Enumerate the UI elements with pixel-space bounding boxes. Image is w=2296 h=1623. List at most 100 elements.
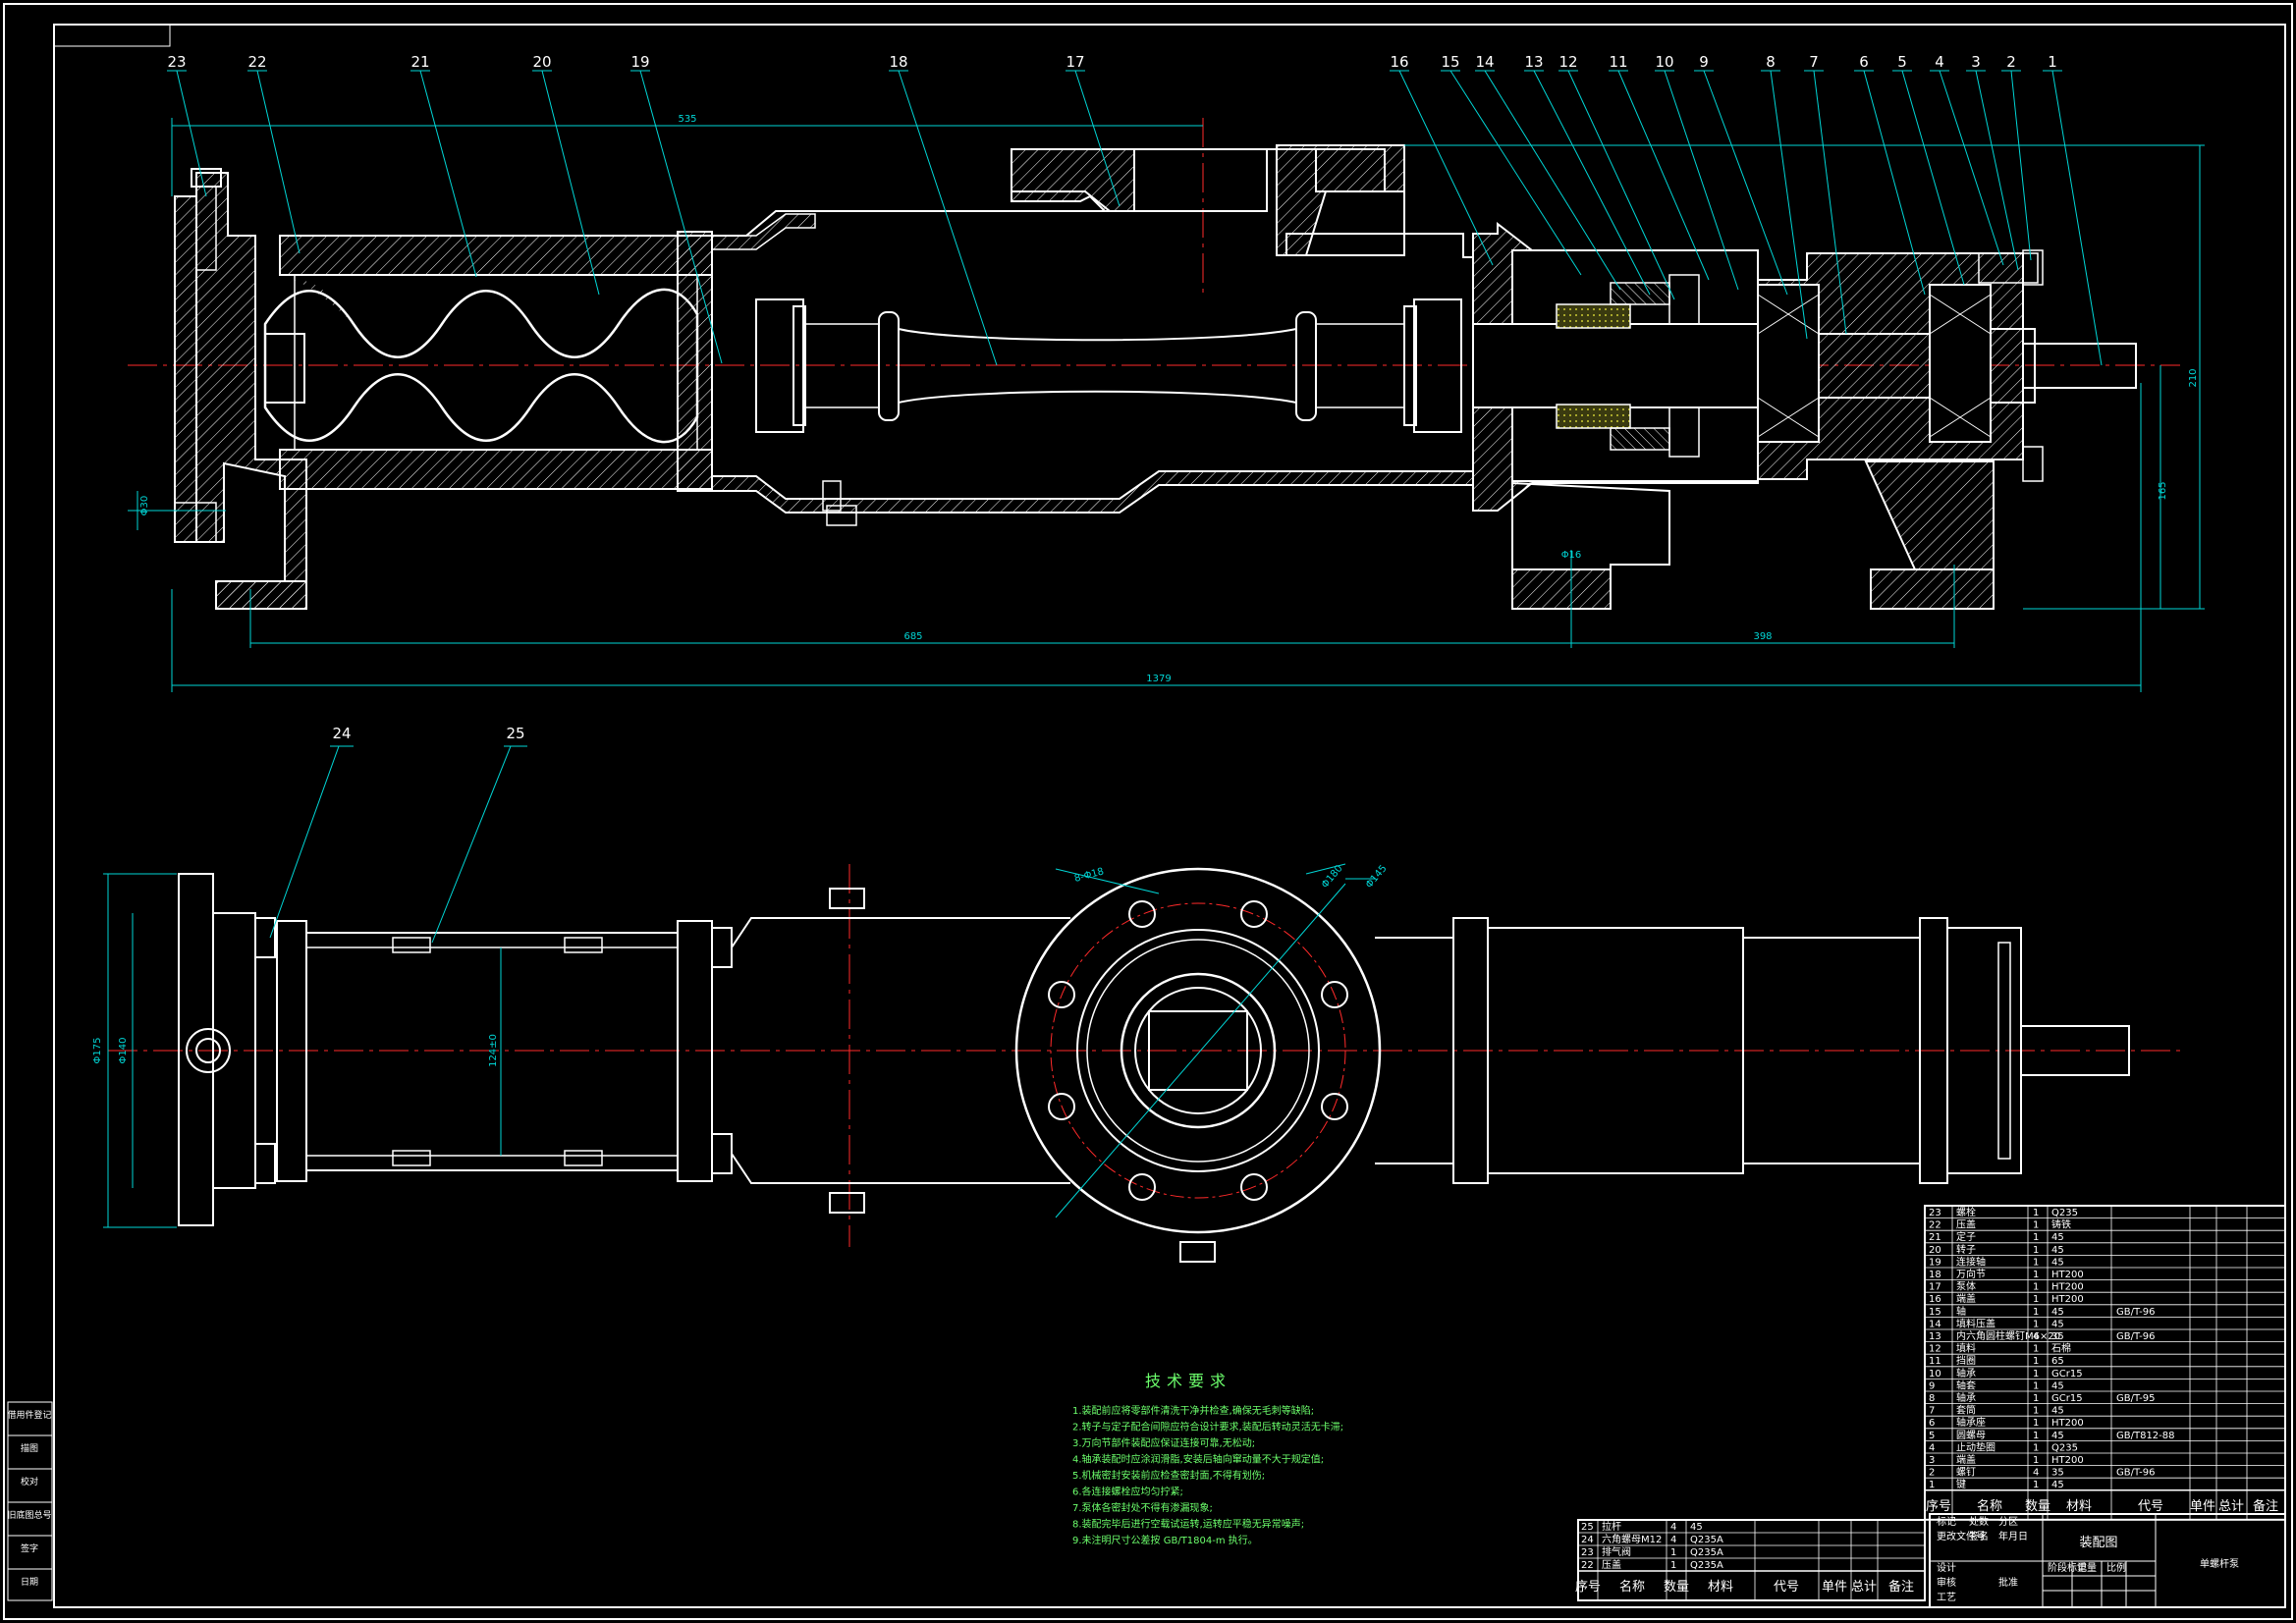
part-number: 4 [1935, 53, 1944, 71]
bom-cell: 1 [2033, 1319, 2039, 1329]
dim-text: Φ180 [1320, 863, 1345, 891]
side-label: 借用件登记 [7, 1409, 51, 1421]
title-block-cell: 处数 [1969, 1515, 1989, 1528]
title-block-cell: 审核 [1937, 1576, 1956, 1589]
part-number: 22 [247, 53, 266, 71]
part-number: 1 [2048, 53, 2057, 71]
bom-cell: 1 [2033, 1245, 2039, 1256]
tech-requirement-line: 9.未注明尺寸公差按 GB/T1804-m 执行。 [1072, 1534, 1258, 1546]
bom-cell: 45 [2051, 1431, 2064, 1441]
bom-cell: 2 [1929, 1468, 1935, 1479]
part-number: 11 [1609, 53, 1627, 71]
pump-body-outline [731, 917, 1070, 1184]
bom-cell: 轴承 [1956, 1367, 1976, 1380]
dim-text: 685 [903, 631, 922, 642]
side-label-column: 借用件登记 描图 校对 旧底图总号 签字 日期 [7, 1401, 53, 1601]
inner-frame [53, 24, 2286, 1608]
bom-cell: 45 [2051, 1319, 2064, 1329]
bom-cell: 套筒 [1956, 1404, 1976, 1417]
bom-cell: GB/T-96 [2116, 1307, 2156, 1318]
dim-text: Φ175 [92, 1038, 103, 1064]
inlet-port [186, 1028, 231, 1073]
bom-cell: 35 [2051, 1468, 2064, 1479]
rotor [263, 288, 699, 444]
dim-text: 535 [678, 114, 696, 125]
bom-header: 总计 [2218, 1499, 2244, 1514]
title-block-cell: 工艺 [1937, 1592, 1956, 1603]
bom-cell: 6 [1929, 1418, 1935, 1429]
bom-cell: 45 [2051, 1406, 2064, 1417]
part-number: 17 [1066, 53, 1084, 71]
title-block-cell: 更改文件号 [1937, 1530, 1986, 1542]
bom-cell: 45 [2051, 1380, 2064, 1391]
bom-cell: 1 [2033, 1220, 2039, 1231]
bom-cell: 11 [1929, 1356, 1941, 1367]
bom-cell: 1 [2033, 1232, 2039, 1243]
side-label: 校对 [21, 1476, 38, 1488]
bom-cell: 24 [1581, 1535, 1594, 1545]
title-block-cell: 阶段标记 [2048, 1561, 2087, 1574]
product-name: 单螺杆泵 [2200, 1558, 2239, 1570]
bom-cell: 连接轴 [1956, 1255, 1986, 1268]
inlet-flange-plate [178, 873, 214, 1226]
title-block-cell: 分区 [1998, 1516, 2018, 1528]
part-number: 6 [1859, 53, 1869, 71]
bom-cell: Q235 [2051, 1208, 2078, 1218]
bom-cell: 填料压盖 [1956, 1317, 1995, 1329]
part-number: 5 [1897, 53, 1907, 71]
part-number: 20 [532, 53, 551, 71]
bom-cell: 8 [1929, 1393, 1935, 1404]
bom-header: 名称 [1977, 1498, 2002, 1514]
part-number: 14 [1475, 53, 1494, 71]
bom-cell: 65 [2051, 1356, 2064, 1367]
title-block-cell: 比例 [2106, 1561, 2126, 1574]
bom-cell: 1 [2033, 1393, 2039, 1404]
bom-cell: GB/T-95 [2116, 1393, 2156, 1404]
bom-cell: 14 [1929, 1319, 1941, 1329]
bom-cell: 压盖 [1602, 1558, 1621, 1571]
bom-cell: 泵体 [1956, 1281, 1976, 1293]
bom-cell: 止动垫圈 [1956, 1440, 1995, 1453]
dim-text: Φ145 [1364, 863, 1390, 891]
bom-header: 总计 [1851, 1580, 1877, 1595]
title-block: 装配图 单螺杆泵 标记处数分区更改文件号签名年月日设计审核工艺批准阶段标记重量比… [1929, 1513, 2286, 1608]
part-number: 8 [1766, 53, 1776, 71]
bom-cell: 4 [2033, 1331, 2039, 1342]
drain-plug [826, 505, 857, 526]
bom-cell: 1 [2033, 1282, 2039, 1293]
tech-requirement-line: 3.万向节部件装配应保证连接可靠,无松动; [1072, 1436, 1255, 1449]
part-number: 2 [2006, 53, 2016, 71]
bom-header: 材料 [2066, 1499, 2092, 1514]
bom-cell: 1 [2033, 1442, 2039, 1453]
bom-cell: 1 [2033, 1380, 2039, 1391]
outlet-bore [1120, 972, 1277, 1129]
bom-cell: Q235 [2051, 1442, 2078, 1453]
bom-cell: 轴承座 [1956, 1416, 1986, 1429]
bom-cell: HT200 [2051, 1418, 2084, 1429]
side-label: 签字 [21, 1542, 38, 1554]
bearing-right [1929, 284, 1992, 443]
bom-cell: GCr15 [2051, 1369, 2083, 1380]
bom-cell: HT200 [2051, 1270, 2084, 1280]
drawing-name: 装配图 [2079, 1536, 2117, 1550]
dim-text: 8-Φ18 [1073, 866, 1105, 885]
bom-cell: 21 [1929, 1232, 1941, 1243]
part-number: 13 [1524, 53, 1543, 71]
bom-cell: HT200 [2051, 1294, 2084, 1305]
bom-cell: 13 [1929, 1331, 1941, 1342]
bom-header: 序号 [1575, 1580, 1601, 1595]
tech-requirement-line: 4.轴承装配时应涂润滑脂,安装后轴向窜动量不大于规定值; [1072, 1453, 1324, 1466]
bom-cell: 1 [2033, 1270, 2039, 1280]
bom-cell: 45 [2051, 1245, 2064, 1256]
universal-joint-right [1403, 305, 1417, 426]
bom-header: 序号 [1926, 1499, 1951, 1514]
bom-cell: 22 [1929, 1220, 1941, 1231]
dimension-lines [128, 118, 2205, 692]
foot-right [1864, 460, 1995, 570]
bom-cell: GB/T-96 [2116, 1331, 2156, 1342]
title-block-cell: 年月日 [1998, 1530, 2028, 1542]
bom-cell: 9 [1929, 1380, 1935, 1391]
